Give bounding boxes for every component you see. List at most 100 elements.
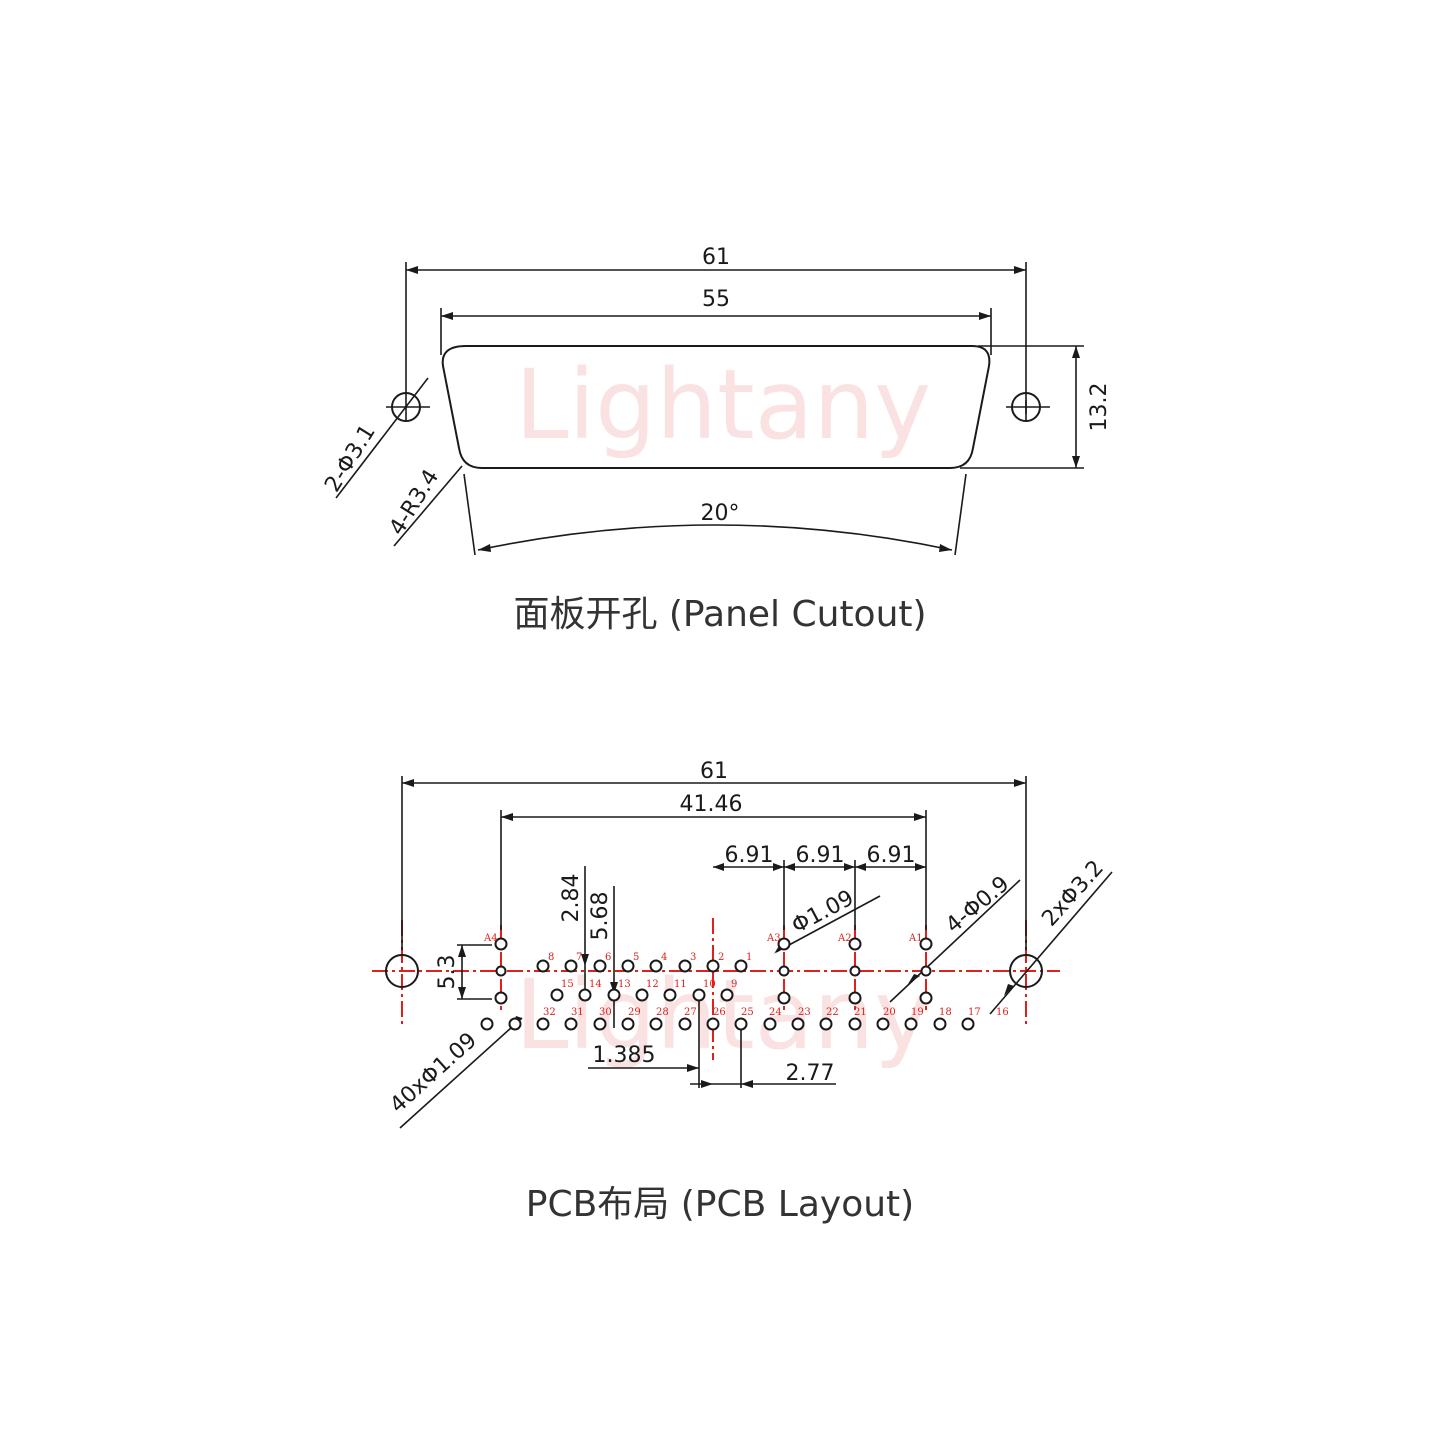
pin-hole-26 — [678, 1017, 692, 1031]
pin-hole-22 — [791, 1017, 805, 1031]
pin-hole-25 — [706, 1017, 720, 1031]
leader-mount-holes: 2-Φ3.1 — [320, 377, 429, 499]
pin-label-11: 11 — [674, 979, 687, 990]
pin-hole-extra — [480, 1017, 494, 1031]
pin-hole-9 — [720, 988, 734, 1002]
pcb-mount-hole-left — [385, 954, 419, 988]
dim-1-385: 1.385 — [588, 1000, 700, 1088]
leader-signal-holes: 40xΦ1.09 — [385, 1016, 523, 1129]
pin-label-24: 24 — [769, 1007, 782, 1018]
dim-label-55: 55 — [702, 287, 730, 312]
coax-hole-A3-bottom — [777, 991, 791, 1005]
leader-mount-holes-pcb: 2xΦ3.2 — [989, 856, 1113, 1015]
pin-hole-21 — [819, 1017, 833, 1031]
pin-hole-3 — [678, 959, 692, 973]
pin-label-14: 14 — [589, 979, 602, 990]
pin-hole-12 — [635, 988, 649, 1002]
coax-hole-A4-bottom — [494, 991, 508, 1005]
pin-hole-10 — [692, 988, 706, 1002]
dim-2-77: 2.77 — [690, 1030, 836, 1088]
label-coax-pins: 4-Φ0.9 — [941, 872, 1014, 939]
pin-hole-14 — [578, 988, 592, 1002]
coax-hole-A3-top — [777, 937, 791, 951]
coax-label-A4: A4 — [483, 933, 498, 944]
pin-hole-4 — [649, 959, 663, 973]
pin-label-1: 1 — [746, 952, 752, 963]
pcb-hole-pattern — [480, 937, 975, 1031]
pin-label-7: 7 — [576, 952, 582, 963]
dim-label-61-panel: 61 — [702, 245, 730, 270]
coax-hole-A2-center — [849, 965, 861, 977]
pin-label-25: 25 — [741, 1007, 754, 1018]
pin-label-2: 2 — [718, 952, 724, 963]
pcb-layout-drawing: Lightany 61 41.46 — [372, 759, 1113, 1225]
pin-hole-8 — [536, 959, 550, 973]
pin-hole-27 — [649, 1017, 663, 1031]
coax-label-A1: A1 — [908, 933, 923, 944]
pin-hole-15 — [550, 988, 564, 1002]
dim-label-2-77: 2.77 — [786, 1061, 835, 1086]
dim-label-13-2: 13.2 — [1087, 383, 1112, 432]
label-signal-holes: 40xΦ1.09 — [385, 1028, 481, 1118]
pin-hole-24 — [734, 1017, 748, 1031]
dim-61-pcb: 61 — [401, 759, 1027, 950]
dim-5-68: 5.68 — [588, 886, 618, 1028]
pin-label-31: 31 — [571, 1007, 584, 1018]
pin-hole-30 — [564, 1017, 578, 1031]
dim-angle-20: 20° — [463, 473, 967, 556]
pin-label-9: 9 — [731, 979, 737, 990]
dim-13-2: 13.2 — [960, 345, 1112, 469]
pin-label-5: 5 — [633, 952, 639, 963]
pin-hole-11 — [663, 988, 677, 1002]
cutout-outline — [441, 345, 991, 469]
mount-hole-right — [1006, 392, 1050, 422]
pin-hole-18 — [904, 1017, 918, 1031]
dim-label-6-91-a: 6.91 — [725, 843, 774, 868]
dim-2-84: 2.84 — [559, 866, 589, 999]
pin-hole-16 — [961, 1017, 975, 1031]
coax-hole-A2-bottom — [848, 991, 862, 1005]
pin-hole-6 — [593, 959, 607, 973]
pin-hole-31 — [536, 1017, 550, 1031]
pin-label-26: 26 — [713, 1007, 726, 1018]
leader-corner-radius: 4-R3.4 — [385, 465, 463, 547]
coax-hole-A4-top — [494, 937, 508, 951]
dim-6-91-group: 6.91 6.91 6.91 — [713, 843, 926, 930]
dim-label-6-91-b: 6.91 — [796, 843, 845, 868]
pin-label-27: 27 — [684, 1007, 697, 1018]
dim-label-61-pcb: 61 — [700, 759, 728, 784]
panel-cutout-drawing: Lightany 61 55 — [320, 245, 1112, 635]
pin-label-21: 21 — [854, 1007, 867, 1018]
dim-55-panel: 55 — [440, 287, 992, 355]
pin-label-8: 8 — [548, 952, 554, 963]
pin-label-17: 17 — [968, 1007, 981, 1018]
label-coax-hole: Φ1.09 — [788, 886, 858, 939]
dim-41-46: 41.46 — [500, 792, 927, 930]
coax-hole-A3-center — [778, 965, 790, 977]
pin-label-29: 29 — [628, 1007, 641, 1018]
pcb-caption: PCB布局 (PCB Layout) — [526, 1184, 914, 1225]
pin-label-30: 30 — [599, 1007, 612, 1018]
dim-label-6-91-c: 6.91 — [867, 843, 916, 868]
pin-hole-23 — [763, 1017, 777, 1031]
pin-hole-1 — [734, 959, 748, 973]
mount-hole-left — [386, 392, 430, 422]
pin-hole-32 — [508, 1017, 522, 1031]
panel-caption: 面板开孔 (Panel Cutout) — [513, 594, 926, 635]
pin-label-19: 19 — [911, 1007, 924, 1018]
watermark-text: Lightany — [515, 349, 931, 461]
dim-label-41-46: 41.46 — [680, 792, 743, 817]
pin-hole-13 — [607, 988, 621, 1002]
dim-5-3: 5.3 — [435, 944, 492, 1000]
coax-hole-A1-top — [919, 937, 933, 951]
pin-hole-28 — [621, 1017, 635, 1031]
pin-label-3: 3 — [690, 952, 696, 963]
label-2-phi-3-1: 2-Φ3.1 — [320, 420, 381, 496]
pin-label-13: 13 — [618, 979, 631, 990]
dim-label-5-3: 5.3 — [435, 955, 460, 990]
coax-hole-A1-center — [920, 965, 932, 977]
pin-hole-7 — [564, 959, 578, 973]
pin-label-4: 4 — [661, 952, 667, 963]
